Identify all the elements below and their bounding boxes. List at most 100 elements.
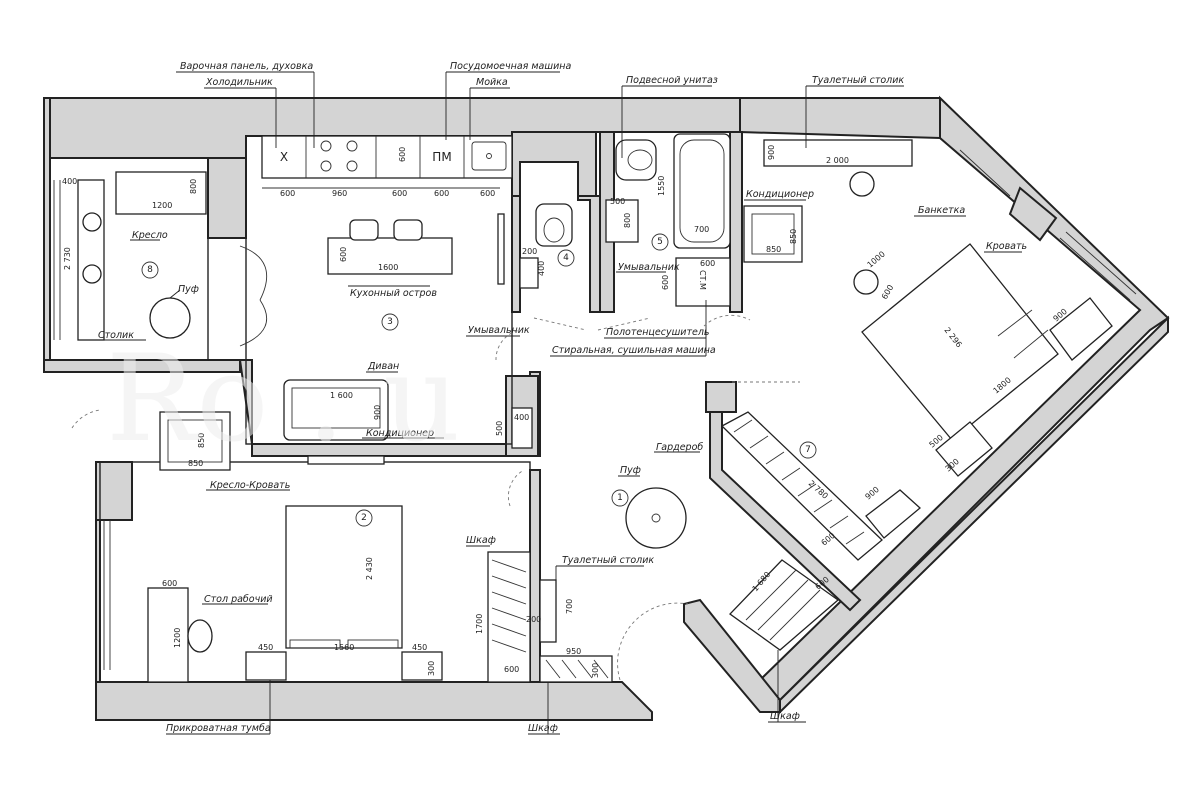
dim-label: 900 [767,145,776,160]
dim-label: 2 730 [63,247,72,270]
bed-right-icon [861,243,1059,441]
label-sofa: Диван [367,361,399,372]
dim-label: 400 [62,177,77,186]
nightstand-icon [401,651,443,681]
dim-label: 600 [398,147,407,162]
bathroom-4: 200 400 4 Умывальник [466,203,575,337]
sofa-icon [283,379,389,441]
burner-icon [320,140,332,152]
bar-stool-icon [393,219,423,241]
dishwasher-mark: ПМ [432,150,451,164]
dim-label: 1 600 [330,391,353,400]
kitchen-island: 1600 600 Кухонный остров 3 [327,219,453,331]
burner-icon [346,160,358,172]
wardrobe-shelf [865,489,921,539]
dim-label: 700 [565,599,574,614]
room-number: 2 [361,513,367,523]
armchair-bed-icon [159,411,231,471]
label-wardrobe-room: Гардероб [656,442,703,453]
label-bench: Банкетка [918,205,965,216]
wall-left-upper [43,97,51,371]
wall-bath-e [729,131,743,313]
tv-icon [307,455,385,465]
room-8-outline [49,157,209,361]
wall-divider-low [529,469,541,683]
label-washer-dryer: Стиральная, сушильная машина [552,345,716,356]
dim-label: 500 [495,421,504,436]
door-swing [703,314,751,327]
island-body [327,237,453,275]
label-cooktop: Варочная панель, духовка [180,61,313,72]
label-pouf-left: Пуф [178,284,199,295]
label-fridge: Холодильник [205,77,273,88]
bathtub-icon [673,133,731,249]
label-bed-right: Кровать [986,241,1027,252]
wall-bottom-right [683,598,781,713]
dim-label: 1200 [152,201,172,210]
dim-label: 600 [339,247,348,262]
kitchen-leaders: Варочная панель, духовка Холодильник Пос… [176,61,571,148]
room-8-furniture: 1200 800 400 2 730 8 Кресло Пуф Столик [62,171,207,341]
dim-label: 2 430 [365,557,374,580]
hallway: 1 Пуф Гардероб 1700 600 Шкаф 200 700 Туа… [466,442,703,735]
tv-icon [497,213,505,285]
dim-label: 300 [591,663,600,678]
cabinet-icon [511,407,533,449]
toilet-icon [535,203,573,247]
wall-bath-a [511,131,597,197]
wall-kitchen-left [207,157,247,239]
dim-label: 300 [427,661,436,676]
dim-label: 1200 [173,628,182,648]
dim-label: 1550 [657,176,666,196]
chair-icon [82,212,102,232]
kitchen-doors[interactable] [239,245,268,347]
label-conditioner-right: Кондиционер [746,189,814,200]
wall-bath-c [577,195,601,313]
stool-icon [849,171,875,197]
burner-icon [320,160,332,172]
wardrobe-rack [729,559,840,651]
left-desk [77,179,105,341]
wall-toilet-icon [615,139,657,181]
walls [43,95,1170,721]
window-left-8 [53,180,61,340]
washbasin-icon [605,199,639,243]
wall-left-lower [95,461,133,521]
room-number: 1 [617,493,623,503]
dim-label: 900 [373,405,382,420]
label-wardrobe-right: Шкаф [770,711,800,722]
label-wardrobe-bottom: Шкаф [528,723,558,734]
dim-label: 950 [566,647,581,656]
nightstand-icon [245,651,287,681]
bathroom-5: 500 800 1550 700 5 СТ.М 600 600 Подвесно… [550,75,731,357]
washbasin-icon [519,257,539,289]
dim-label: 600 [280,189,295,198]
dim-label: 600 [392,189,407,198]
sink-icon [471,141,507,171]
dim-label: 600 [162,579,177,588]
watermark: Ro . u [106,330,460,469]
armchair-icon [743,205,803,263]
dim-label: 600 [700,259,715,268]
label-armchair-bed: Кресло-Кровать [210,480,290,491]
dim-label: 1700 [475,614,484,634]
wall-bottom [95,681,653,721]
washer-icon [675,257,731,307]
dim-label: 850 [789,229,798,244]
door-swings[interactable] [71,314,800,681]
label-towel-dryer: Полотенцесушитель [606,327,710,338]
door-swing [495,329,521,361]
dim-label: 960 [332,189,347,198]
label-pouf-hall: Пуф [620,465,641,476]
armchair-sofa [115,171,207,215]
label-table-left: Столик [98,330,134,341]
dim-label: 600 [480,189,495,198]
nightstand-icon [935,421,993,477]
lamp-icon [853,269,879,295]
label-armchair: Кресло [132,230,168,241]
dim-label: 200 [522,247,537,256]
counter-body [261,135,513,179]
dim-label: 600 [880,283,895,301]
dim-label: 850 [197,433,206,448]
